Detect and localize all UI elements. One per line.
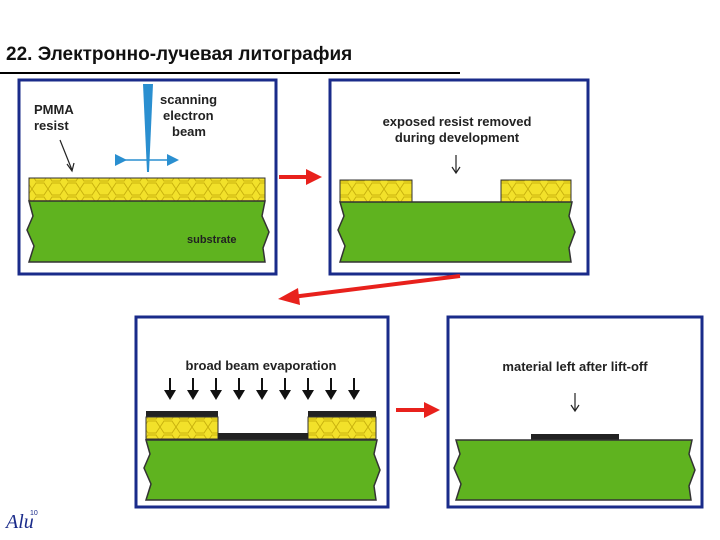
- evap-arrow: [279, 378, 291, 400]
- substrate-label: substrate: [187, 234, 237, 246]
- metal-on-left-resist: [146, 411, 218, 417]
- electron-beam: [143, 84, 153, 172]
- arrow-panel2-to-panel3: [278, 274, 461, 305]
- evap-arrow: [256, 378, 268, 400]
- resist-right: [307, 416, 377, 440]
- arrow-panel1-to-panel2: [279, 169, 322, 185]
- panel-4-liftoff: material left after lift-off: [446, 315, 704, 509]
- panel-3-evaporation: broad beam evaporation: [134, 315, 390, 509]
- arrow-panel3-to-panel4: [396, 402, 440, 418]
- evaporation-arrows: [164, 378, 360, 400]
- beam-label-line-1: scanning: [160, 92, 217, 107]
- substrate: [337, 201, 576, 263]
- evap-arrow: [325, 378, 337, 400]
- substrate: [453, 439, 696, 501]
- resist-left: [339, 179, 413, 203]
- resist-left: [145, 416, 219, 440]
- institute-logo: Alu 10: [4, 510, 38, 533]
- page-title: 22. Электронно-лучевая литография: [6, 44, 353, 65]
- logo-superscript: 10: [30, 510, 38, 517]
- logo-text: Alu: [4, 511, 34, 533]
- evap-arrow: [302, 378, 314, 400]
- resist-right: [500, 179, 572, 203]
- panel-2-development: exposed resist removed during developmen…: [328, 78, 590, 276]
- substrate: [143, 439, 381, 501]
- title-underline: [0, 72, 460, 74]
- development-caption-line-1: exposed resist removed: [383, 114, 532, 129]
- metal-on-right-resist: [308, 411, 376, 417]
- substrate: [26, 200, 270, 263]
- evaporation-caption: broad beam evaporation: [186, 358, 337, 373]
- evap-arrow: [187, 378, 199, 400]
- remaining-metal: [531, 434, 619, 440]
- development-caption-line-2: during development: [395, 130, 520, 145]
- metal-in-gap: [218, 433, 308, 440]
- evap-arrow: [210, 378, 222, 400]
- panel-1-exposure: PMMA resist scanning electron beam subst…: [17, 78, 278, 276]
- resist-label-line-2: resist: [34, 118, 69, 133]
- beam-label-line-2: electron: [163, 108, 214, 123]
- evap-arrow: [164, 378, 176, 400]
- evap-arrow: [348, 378, 360, 400]
- beam-label-line-3: beam: [172, 124, 206, 139]
- evap-arrow: [233, 378, 245, 400]
- resist-pointer: [59, 139, 73, 171]
- resist-label-line-1: PMMA: [34, 102, 74, 117]
- liftoff-caption: material left after lift-off: [502, 359, 648, 374]
- resist-layer: [28, 177, 266, 202]
